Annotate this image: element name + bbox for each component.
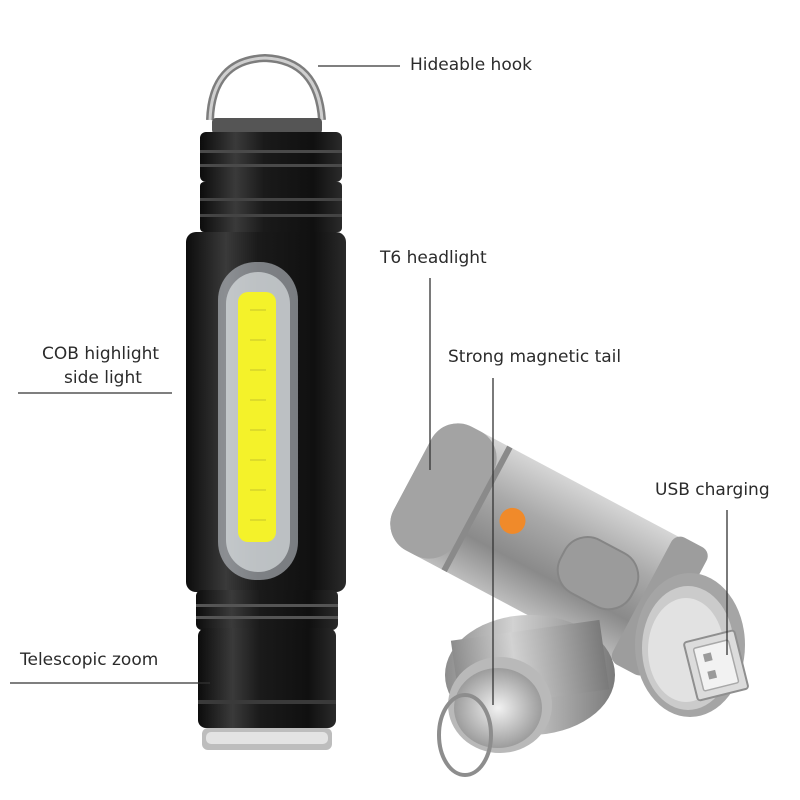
black-flashlight [186, 53, 346, 750]
label-cob-line1: COB highlight [42, 344, 160, 364]
hook-ring [206, 53, 326, 121]
label-cob-line2: side light [64, 368, 142, 388]
label-t6-headlight: T6 headlight [380, 248, 487, 268]
orange-button [499, 507, 526, 534]
silver-flashlight [390, 423, 749, 777]
label-hideable-hook: Hideable hook [410, 55, 532, 75]
label-usb-charging: USB charging [655, 480, 770, 500]
label-strong-magnetic-tail: Strong magnetic tail [448, 347, 622, 367]
magnetic-tail-cap [437, 615, 615, 777]
cob-led-strip [238, 292, 276, 542]
label-telescopic-zoom: Telescopic zoom [20, 650, 159, 670]
